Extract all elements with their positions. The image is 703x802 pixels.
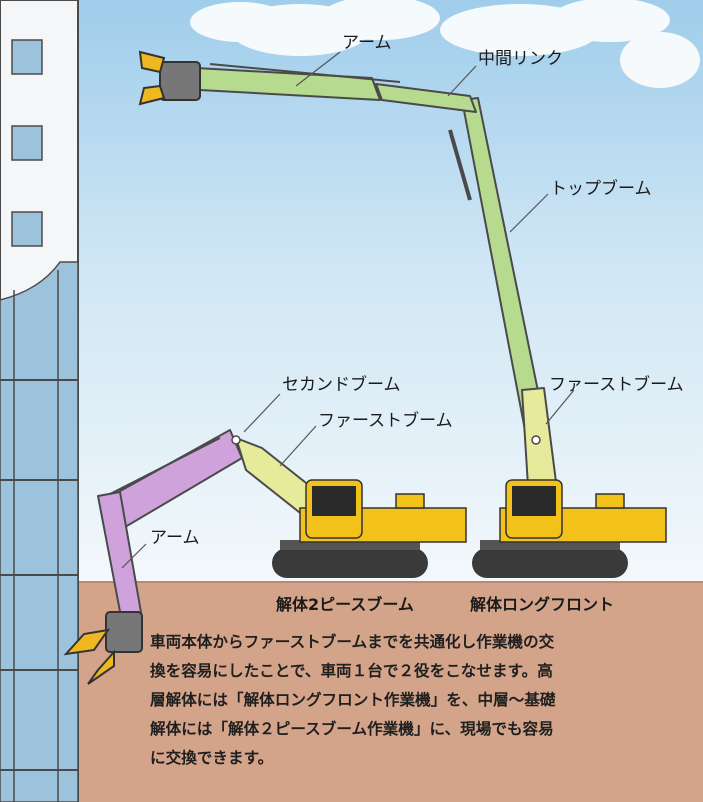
cloud [190, 0, 700, 88]
label-top-boom: トップブーム [550, 178, 652, 199]
leader-lines [121, 51, 575, 569]
description-line: に交換できます。 [150, 749, 274, 767]
description-line: 解体には「解体２ピースブーム作業機」に、現場でも容易 [150, 720, 554, 738]
building [0, 0, 79, 802]
description-line: 車両本体からファーストブームまでを共通化し作業機の交 [150, 633, 555, 651]
caption-long-front: 解体ロングフロント [470, 595, 614, 614]
label-first-boom-long: ファーストブーム [549, 374, 684, 395]
description-line: 層解体には「解体ロングフロント作業機」を、中層〜基礎 [150, 691, 556, 709]
label-first-boom-short: ファーストブーム [318, 410, 453, 431]
crusher-attachment-top [138, 50, 201, 106]
label-arm-long: アーム [342, 33, 391, 53]
ground [60, 582, 703, 802]
long-front-boom [195, 63, 557, 487]
label-second-boom: セカンドブーム [282, 374, 401, 395]
two-piece-machine-body [272, 479, 467, 578]
long-front-machine-body [472, 479, 667, 578]
description-line: 換を容易にしたことで、車両１台で２役をこなせます。高 [150, 662, 553, 680]
crusher-attachment-bottom [63, 611, 143, 685]
description-text: 車両本体からファーストブームまでを共通化し作業機の交 換を容易にしたことで、車両… [150, 628, 670, 773]
label-arm-short: アーム [150, 528, 199, 548]
caption-two-piece-boom: 解体2ピースブーム [276, 595, 414, 614]
label-intermediate-link: 中間リンク [478, 49, 563, 69]
